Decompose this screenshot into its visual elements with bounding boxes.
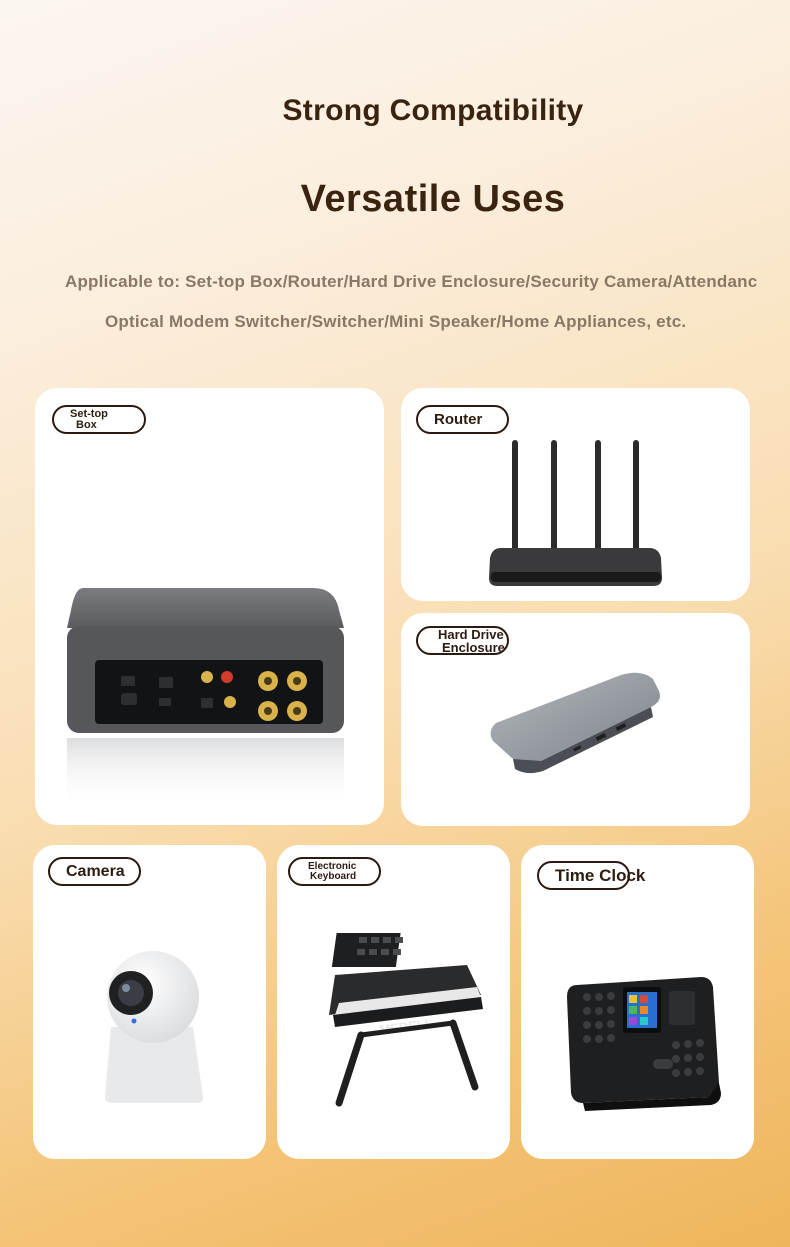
tag-line-1: Hard Drive: [438, 626, 504, 642]
tag-line-2: Keyboard: [310, 870, 357, 882]
time-clock-icon: [567, 977, 721, 1111]
tag-line-1: Electronic: [308, 860, 357, 872]
applicable-line-1: Applicable to: Set-top Box/Router/Hard D…: [65, 272, 758, 291]
card-set-top-box: Set-top Box: [35, 388, 384, 825]
tag-camera: Camera: [48, 857, 141, 886]
tag-line-1: Time Clock: [555, 866, 646, 885]
tag-electronic-keyboard: Electronic Keyboard: [288, 857, 381, 886]
tag-line-2: Enclosure: [442, 639, 505, 655]
card-router: Router: [401, 388, 750, 601]
set-top-box-icon: [67, 588, 344, 808]
tag-router: Router: [416, 405, 509, 434]
router-icon: [489, 440, 662, 586]
headline-title: Strong Compatibility: [282, 94, 584, 127]
tag-time-clock: Time Clock: [537, 861, 646, 890]
hard-drive-enclosure-icon: [490, 672, 660, 774]
headline-subtitle: Versatile Uses: [300, 178, 566, 220]
tag-line-1: Router: [434, 411, 483, 428]
card-hard-drive-enclosure: Hard Drive Enclosure: [401, 613, 750, 826]
tag-line-1: Set-top: [70, 407, 108, 420]
card-camera: Camera: [33, 845, 266, 1159]
tag-line-2: Box: [76, 418, 97, 431]
tag-set-top-box: Set-top Box: [52, 405, 146, 434]
security-camera-icon: [105, 951, 204, 1103]
tag-hard-drive-enclosure: Hard Drive Enclosure: [416, 626, 509, 655]
card-time-clock: Time Clock: [521, 845, 754, 1159]
electronic-keyboard-icon: MEDELI: [329, 933, 483, 1107]
tag-line-1: Camera: [66, 862, 125, 880]
applicable-line-2: Optical Modem Switcher/Switcher/Mini Spe…: [105, 312, 687, 331]
card-electronic-keyboard: Electronic Keyboard MEDELI: [277, 845, 510, 1159]
